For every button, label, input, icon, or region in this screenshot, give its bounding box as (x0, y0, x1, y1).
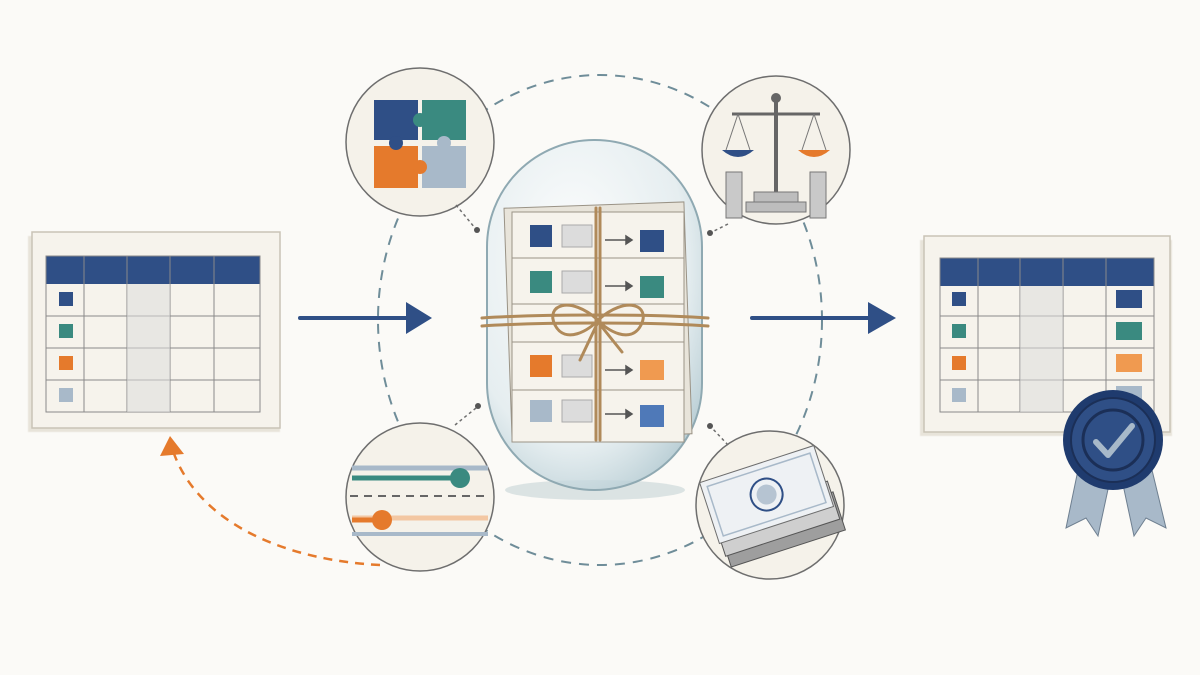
award-rosette-icon (1063, 390, 1167, 538)
bundled-cards-icon (480, 201, 710, 443)
checkmark-icon (1093, 423, 1135, 458)
scales-of-justice-icon (701, 75, 851, 236)
input-table-icon (28, 231, 281, 432)
feedback-arrow-icon (160, 436, 381, 567)
slider-controls-icon (345, 403, 495, 572)
certified-documents-icon (695, 423, 847, 580)
right-arrow-icon (750, 302, 896, 334)
right-arrow-icon (298, 302, 432, 334)
puzzle-icon (345, 67, 495, 233)
